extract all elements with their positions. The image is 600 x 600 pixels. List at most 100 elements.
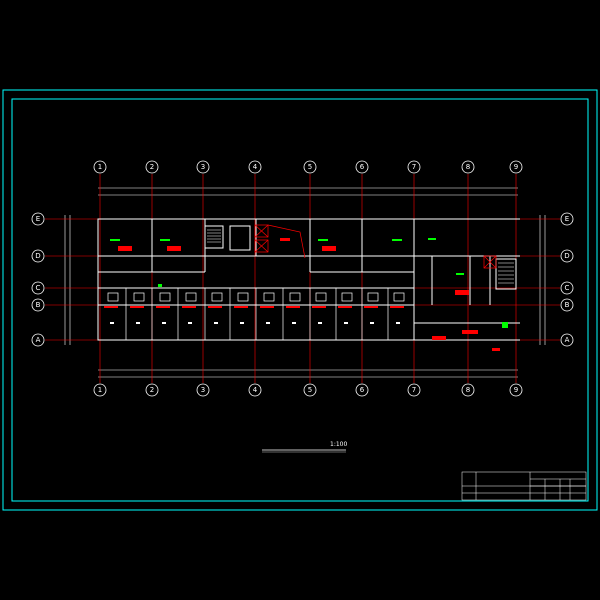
green-annotations xyxy=(110,238,508,328)
grid-bubble-col-6 xyxy=(355,383,369,397)
restroom-box xyxy=(159,292,171,302)
grid-label-col-7: 7 xyxy=(412,163,416,171)
grid-bubble-col-7 xyxy=(407,383,421,397)
room-tag xyxy=(370,322,374,324)
grid-label-row-B: B xyxy=(36,301,41,309)
room-tag xyxy=(318,322,322,324)
grid-label-col-2: 2 xyxy=(150,386,154,394)
indoor-unit xyxy=(312,306,326,308)
grid-label-col-3: 3 xyxy=(201,386,205,394)
grid-bubble-row-C xyxy=(31,281,45,295)
grid-bubble-col-6 xyxy=(355,160,369,174)
grid-bubble-row-B xyxy=(31,298,45,312)
grid-label-col-6: 6 xyxy=(360,386,365,394)
grid-label-col-2: 2 xyxy=(150,163,154,171)
grid-label-col-9: 9 xyxy=(514,163,518,171)
indoor-unit xyxy=(182,306,196,308)
grid-label-col-8: 8 xyxy=(466,163,470,171)
indoor-unit xyxy=(286,306,300,308)
grid-bubble-col-2 xyxy=(145,160,159,174)
indoor-unit xyxy=(156,306,170,308)
room-tag xyxy=(136,322,140,324)
grid-label-row-C: C xyxy=(36,284,41,292)
small-rooms xyxy=(104,288,415,340)
grid-bubble-col-5 xyxy=(303,383,317,397)
grid-bubble-row-A xyxy=(560,333,574,347)
dimension-lines xyxy=(64,187,546,378)
title-block xyxy=(461,471,587,501)
room-tag xyxy=(110,322,114,324)
grid-bubble-col-9 xyxy=(509,160,523,174)
drawing-title: 1:100 xyxy=(262,441,347,453)
restroom-box xyxy=(107,292,119,302)
grid-label-col-9: 9 xyxy=(514,386,518,394)
restroom-box xyxy=(341,292,353,302)
grid-label-col-5: 5 xyxy=(308,163,312,171)
indoor-unit xyxy=(390,306,404,308)
grid-bubble-col-7 xyxy=(407,160,421,174)
grid-bubble-col-5 xyxy=(303,160,317,174)
drawing-scale-text: 1:100 xyxy=(330,441,347,448)
room-tag xyxy=(396,322,400,324)
grid-bubble-col-1 xyxy=(93,383,107,397)
grid-label-row-B: B xyxy=(565,301,570,309)
room-tag xyxy=(162,322,166,324)
grid-bubble-col-3 xyxy=(196,383,210,397)
grid-label-col-8: 8 xyxy=(466,386,470,394)
grid-label-col-4: 4 xyxy=(253,163,258,171)
restroom-box xyxy=(315,292,327,302)
grid-bubble-col-4 xyxy=(248,383,262,397)
grid-label-row-D: D xyxy=(35,252,40,260)
indoor-unit xyxy=(208,306,222,308)
grid-bubble-col-3 xyxy=(196,160,210,174)
axis-lines xyxy=(45,174,560,383)
grid-bubble-col-9 xyxy=(509,383,523,397)
elevator-shafts xyxy=(254,224,497,269)
grid-bubble-col-2 xyxy=(145,383,159,397)
grid-label-row-C: C xyxy=(565,284,570,292)
restroom-box xyxy=(263,292,275,302)
room-tag xyxy=(266,322,270,324)
grid-bubble-row-D xyxy=(560,249,574,263)
restroom-box xyxy=(133,292,145,302)
outer-frame xyxy=(2,89,598,511)
restroom-box xyxy=(185,292,197,302)
indoor-unit xyxy=(130,306,144,308)
grid-label-col-1: 1 xyxy=(98,386,102,394)
building-walls xyxy=(97,218,520,341)
indoor-unit xyxy=(364,306,378,308)
indoor-unit xyxy=(338,306,352,308)
grid-bubble-col-1 xyxy=(93,160,107,174)
indoor-unit xyxy=(104,306,118,308)
equipment-units xyxy=(118,238,500,351)
grid-label-col-3: 3 xyxy=(201,163,205,171)
grid-bubble-row-B xyxy=(560,298,574,312)
grid-bubble-col-8 xyxy=(461,160,475,174)
grid-bubble-col-8 xyxy=(461,383,475,397)
restroom-box xyxy=(367,292,379,302)
grid-bubble-row-D xyxy=(31,249,45,263)
grid-bubble-row-A xyxy=(31,333,45,347)
grid-bubble-row-C xyxy=(560,281,574,295)
grid-label-col-6: 6 xyxy=(360,163,365,171)
grid-label-row-E: E xyxy=(565,215,569,223)
grid-label-col-1: 1 xyxy=(98,163,102,171)
grid-label-col-5: 5 xyxy=(308,386,312,394)
grid-bubble-row-E xyxy=(560,212,574,226)
room-tag xyxy=(188,322,192,324)
room-tag xyxy=(344,322,348,324)
grid-bubble-row-E xyxy=(31,212,45,226)
grid-label-row-E: E xyxy=(36,215,40,223)
room-tag xyxy=(292,322,296,324)
restroom-box xyxy=(237,292,249,302)
grid-bubble-col-4 xyxy=(248,160,262,174)
room-tag xyxy=(214,322,218,324)
grid-label-row-A: A xyxy=(565,336,570,344)
indoor-unit xyxy=(260,306,274,308)
indoor-unit xyxy=(234,306,248,308)
grid-label-row-D: D xyxy=(564,252,569,260)
restroom-box xyxy=(211,292,223,302)
grid-label-col-4: 4 xyxy=(253,386,258,394)
